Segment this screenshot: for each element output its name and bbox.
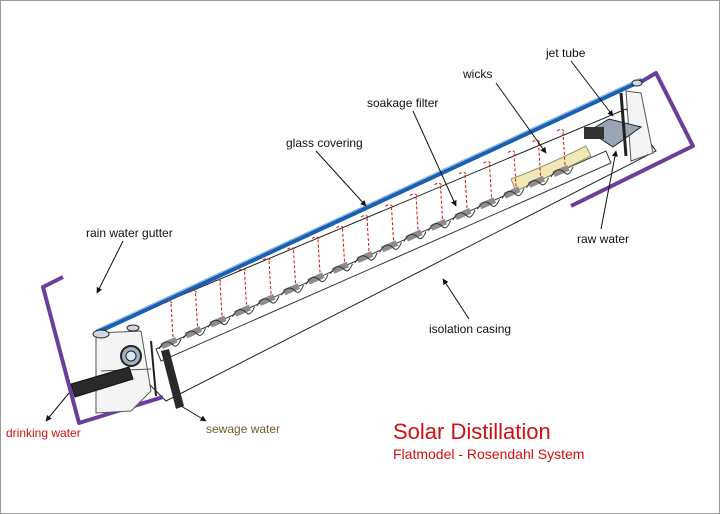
condensate-drip — [385, 204, 394, 241]
basin-wave — [354, 252, 378, 264]
condensate-drip — [360, 214, 370, 252]
diagram-title: Solar Distillation — [393, 419, 551, 444]
soakage-filter-pad — [233, 304, 252, 317]
soakage-filter-pad — [552, 165, 570, 177]
basin-wave — [550, 166, 574, 178]
diagram-subtitle: Flatmodel - Rosendahl System — [393, 446, 584, 462]
basin-wave — [183, 328, 206, 339]
condensate-drip — [311, 236, 321, 273]
rain-gutter-cup-2 — [126, 324, 140, 332]
basin-wave — [281, 285, 304, 296]
label-isolation-casing: isolation casing — [429, 322, 511, 336]
basin-wave — [379, 242, 402, 253]
basin-wave — [256, 295, 280, 307]
condensate-drip — [213, 279, 223, 316]
condensate-drip — [483, 161, 492, 198]
label-sewage-water: sewage water — [206, 422, 280, 436]
basin-wave — [501, 188, 525, 199]
condensate-drip — [287, 247, 296, 284]
basin-wave — [428, 220, 451, 231]
right-end-wall — [619, 92, 628, 157]
soakage-filter-pad — [307, 272, 325, 285]
basin-wave — [403, 231, 427, 242]
condensate-drip — [238, 268, 247, 305]
outer-frame-right — [570, 71, 695, 208]
condensate-drip — [262, 257, 272, 295]
wicks-leader — [495, 82, 547, 154]
basin-wave — [232, 306, 255, 317]
rain-gutter-cup-top — [631, 79, 643, 87]
basin-wave — [158, 338, 182, 350]
condensate-drip — [507, 150, 517, 187]
jet-tube-leader — [570, 60, 614, 117]
basin-wave — [330, 263, 353, 274]
rain-gutter-leader — [96, 240, 124, 294]
soakage-filter-pad — [380, 240, 399, 253]
jet-tube-block — [588, 118, 643, 148]
condensate-drip — [409, 193, 419, 230]
label-raw-water: raw water — [577, 232, 629, 246]
condensate-drip — [458, 171, 468, 209]
sewage-outlet — [161, 349, 184, 409]
soakage-filter-pad — [527, 175, 546, 188]
raw-water-leader — [600, 150, 618, 230]
condensate-drip — [164, 300, 174, 338]
soakage-filter-pad — [429, 218, 448, 231]
raw-water-inlet — [584, 127, 604, 139]
condensate-drip — [189, 290, 198, 327]
basin-wave — [452, 209, 476, 221]
soakage-filter-pad — [184, 326, 203, 339]
soakage-filter-leader — [412, 110, 457, 207]
basin-wave — [305, 274, 329, 285]
soakage-filter-pad — [209, 315, 227, 328]
label-drinking-water: drinking water — [6, 426, 81, 440]
soakage-filter-pad — [282, 283, 301, 296]
condensate-drip — [434, 182, 443, 219]
drinking-water-leader — [45, 392, 70, 422]
soakage-filter-pad — [454, 208, 472, 220]
label-glass-covering: glass covering — [286, 136, 363, 150]
right-end-box — [625, 90, 654, 162]
soakage-filter-pad — [160, 337, 178, 349]
isolation-casing-leader — [442, 278, 470, 320]
label-wicks: wicks — [462, 67, 492, 81]
label-soakage-filter: soakage filter — [367, 96, 438, 110]
condensate-drip — [556, 128, 566, 166]
drinking-water-pipe — [70, 366, 134, 398]
soakage-filter-pad — [405, 229, 423, 242]
label-rain-water-gutter: rain water gutter — [86, 226, 173, 240]
soakage-filter-pad — [356, 251, 374, 263]
soakage-filter-pad — [258, 294, 276, 306]
wicks — [510, 145, 592, 192]
condensate-drip — [336, 225, 345, 262]
glass-covering — [94, 79, 643, 335]
flow-gauge-center — [125, 350, 137, 362]
basin-wave — [526, 177, 549, 188]
basin-wave — [207, 317, 231, 328]
sewage-water-leader — [180, 405, 207, 422]
glass-covering-highlight — [95, 77, 642, 331]
left-end-wall — [150, 340, 157, 397]
soakage-filter-pad — [478, 197, 497, 210]
soakage-filter-stages — [158, 128, 574, 350]
soakage-filter-pad — [503, 186, 521, 199]
label-jet-tube: jet tube — [545, 46, 586, 60]
rain-gutter-cup — [92, 329, 110, 339]
glass-covering-leader — [315, 150, 367, 207]
condensate-basin — [155, 150, 612, 362]
basin-wave — [477, 199, 500, 210]
soakage-filter-pad — [331, 261, 350, 274]
